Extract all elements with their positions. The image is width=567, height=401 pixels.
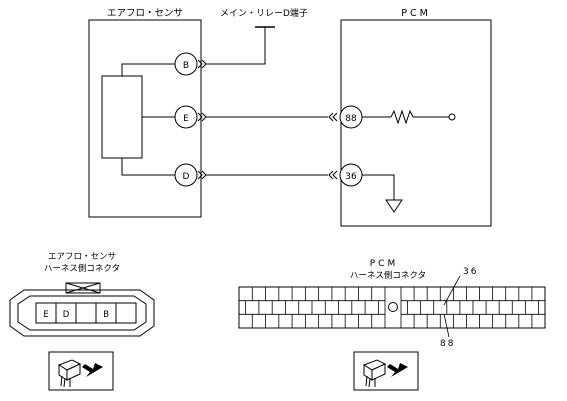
svg-text:36: 36 — [345, 172, 357, 182]
connector-view-icon-left — [48, 351, 114, 391]
sensor-terminal-e: E — [174, 105, 198, 129]
sensor-connector-pin-d: D — [63, 310, 70, 320]
pcm-connector-title-line1: PCM — [370, 259, 398, 269]
sensor-terminal-b: B — [174, 52, 198, 76]
pcm-block: PCM 88 36 — [328, 8, 492, 227]
pcm-callout-36-line — [443, 275, 461, 306]
sensor-connector-outline — [9, 289, 155, 337]
sensor-connector-marks — [197, 59, 207, 180]
connector-view-icon-right — [353, 351, 419, 391]
external-wiring — [206, 26, 328, 176]
pcm-terminal-88: 88 — [339, 105, 363, 129]
svg-text:B: B — [183, 61, 189, 71]
sensor-internal-wire-b — [121, 63, 175, 76]
pcm-callout-88: 88 — [440, 339, 455, 349]
sensor-pin-cavity-5 — [115, 302, 137, 324]
sensor-element — [101, 75, 143, 159]
pcm-ground — [362, 174, 403, 213]
pcm-connector-center-hole — [388, 302, 398, 312]
sensor-connector-pin-b: B — [103, 310, 109, 320]
sensor-connector-latch — [65, 282, 101, 294]
pcm-terminal-36: 36 — [339, 163, 363, 187]
sensor-connector-title-line2: ハーネス側コネクタ — [44, 263, 120, 274]
svg-text:D: D — [183, 172, 190, 182]
sensor-pin-cavity-3 — [75, 302, 97, 324]
main-relay-label: メイン・リレーD端子 — [220, 7, 308, 19]
pcm-callout-36: 36 — [463, 267, 478, 277]
pcm-connector-title-line2: ハーネス側コネクタ — [350, 270, 426, 281]
svg-text:88: 88 — [345, 114, 357, 124]
sensor-harness-connector: エアフロ・センサ ハーネス側コネクタ E D B — [9, 252, 155, 337]
sensor-internal-wire-d — [121, 158, 175, 176]
pcm-connector-pin-grid — [239, 287, 545, 328]
airflow-sensor-block: エアフロ・センサ B E D — [88, 8, 207, 218]
sensor-terminal-d: D — [174, 163, 198, 187]
svg-text:E: E — [183, 114, 189, 124]
pcm-harness-connector: PCM ハーネス側コネクタ 36 88 — [238, 259, 546, 349]
pcm-box — [340, 19, 492, 227]
sensor-connector-title-line1: エアフロ・センサ — [48, 252, 116, 262]
pcm-internal-resistor — [362, 109, 456, 125]
wire-b-to-main-relay — [206, 27, 266, 65]
pcm-title: PCM — [401, 8, 431, 19]
sensor-connector-pin-e: E — [43, 310, 48, 320]
pcm-callout-88-line — [443, 313, 450, 338]
sensor-connector-inner — [17, 295, 147, 331]
airflow-sensor-title: エアフロ・センサ — [107, 8, 183, 19]
pcm-connector-marks — [328, 112, 338, 180]
